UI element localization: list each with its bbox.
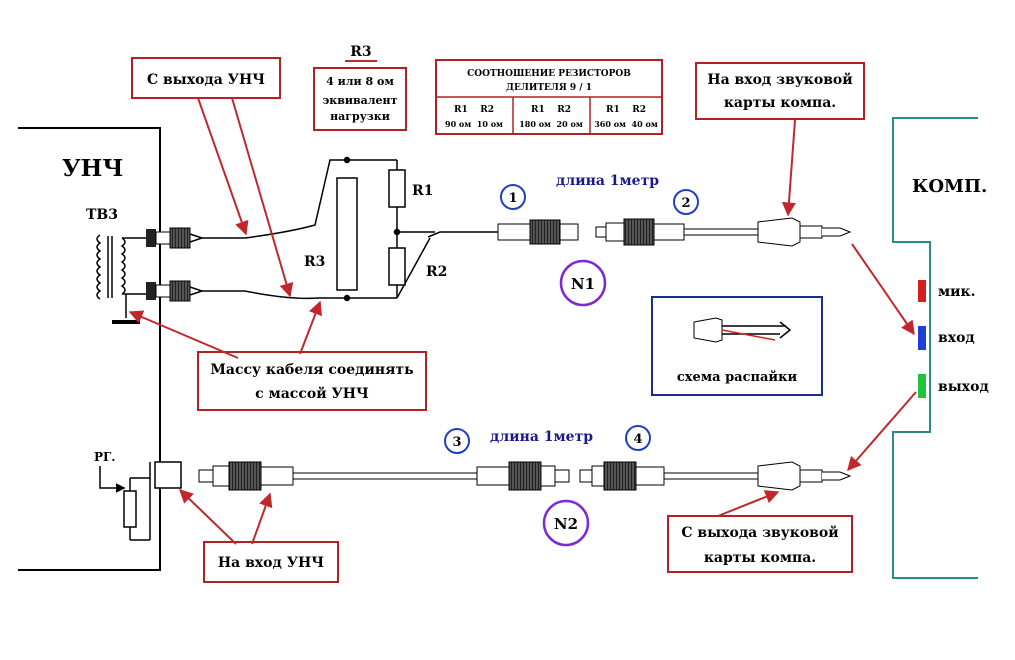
callout-to-card-in bbox=[695, 62, 865, 120]
amplifier-panel bbox=[18, 127, 161, 571]
computer-title: КОМП. bbox=[912, 176, 987, 197]
jack-mic-label: мик. bbox=[938, 284, 976, 300]
marker-1-label: 1 bbox=[508, 191, 517, 206]
amplifier-title: УНЧ bbox=[62, 155, 123, 182]
callout-from-card-out-line2: карты компа. bbox=[704, 550, 816, 566]
wiring-scheme-label: схема распайки bbox=[677, 370, 798, 385]
wiring-scheme-box bbox=[651, 296, 823, 396]
callout-r3 bbox=[313, 67, 407, 131]
arrow-plug-to-line-in bbox=[851, 243, 915, 336]
r2-label: R2 bbox=[426, 264, 447, 280]
callout-ratio-table bbox=[435, 59, 663, 135]
arrow-to-unch-input-cable bbox=[251, 492, 273, 545]
cable-length-bottom: длина 1метр bbox=[490, 429, 593, 445]
resistor-r1 bbox=[388, 169, 406, 208]
ratio-col-3-head: R1 R2 bbox=[606, 105, 646, 115]
ratio-col-1-head: R1 R2 bbox=[454, 105, 494, 115]
callout-to-unch-in-text: На вход УНЧ bbox=[218, 555, 324, 571]
jack-line-in bbox=[918, 326, 926, 350]
arrow-line-out-to-plug bbox=[847, 391, 917, 472]
jack-line-out bbox=[918, 374, 926, 398]
callout-to-unch-in bbox=[203, 541, 339, 583]
r1-label: R1 bbox=[412, 183, 433, 199]
callout-cable-mass-line1: Массу кабеля соединять bbox=[210, 362, 413, 378]
jack-in-label: вход bbox=[938, 330, 975, 346]
jack-out-label: выход bbox=[938, 379, 989, 395]
ratio-col-2-val: 180 ом 20 ом bbox=[519, 119, 583, 129]
r3-box-title: R3 bbox=[350, 44, 371, 60]
callout-from-unch-text: С выхода УНЧ bbox=[147, 72, 265, 88]
cable-bottom bbox=[198, 461, 852, 491]
arrow-mass-to-cable bbox=[299, 300, 323, 355]
callout-cable-mass bbox=[197, 351, 427, 411]
callout-from-card-out bbox=[667, 515, 853, 573]
marker-n2 bbox=[542, 499, 590, 547]
arrow-from-card-out bbox=[717, 490, 780, 517]
marker-2 bbox=[673, 189, 699, 215]
ratio-title-2: ДЕЛИТЕЛЯ 9 / 1 bbox=[506, 83, 592, 93]
r3-label: R3 bbox=[304, 254, 325, 270]
arrow-mass-to-ground bbox=[128, 310, 239, 359]
callout-from-card-out-line1: С выхода звуковой bbox=[681, 524, 838, 541]
divider-wiring bbox=[202, 156, 435, 302]
cable-length-top: длина 1метр bbox=[556, 173, 659, 189]
resistor-r3 bbox=[336, 177, 358, 291]
arrow-to-unch-input-socket bbox=[178, 489, 237, 545]
transformer-label: ТВ3 bbox=[86, 207, 118, 223]
marker-n1-label: N1 bbox=[571, 275, 595, 293]
callout-r3-line3: нагрузки bbox=[330, 110, 390, 123]
callout-r3-line2: эквивалент bbox=[323, 94, 398, 107]
ratio-col-3-val: 360 ом 40 ом bbox=[594, 119, 658, 129]
resistor-r2 bbox=[388, 247, 406, 286]
marker-3-label: 3 bbox=[452, 435, 461, 450]
ratio-title-1: СООТНОШЕНИЕ РЕЗИСТОРОВ bbox=[467, 69, 631, 79]
regulator-label: РГ. bbox=[94, 450, 116, 464]
callout-cable-mass-line2: с массой УНЧ bbox=[255, 385, 369, 402]
arrow-from-unch-bottom bbox=[231, 97, 294, 298]
output-socket-top bbox=[146, 227, 205, 249]
marker-4-label: 4 bbox=[633, 432, 642, 447]
input-socket bbox=[154, 461, 182, 489]
callout-to-card-in-line2: карты компа. bbox=[724, 95, 836, 111]
ratio-col-2-head: R1 R2 bbox=[531, 105, 571, 115]
ratio-col-1-val: 90 ом 10 ом bbox=[445, 119, 503, 129]
jack-mic bbox=[918, 280, 926, 302]
arrow-from-unch-top bbox=[197, 97, 249, 236]
callout-to-card-in-line1: На вход звуковой bbox=[707, 71, 852, 88]
marker-n1 bbox=[559, 259, 607, 307]
arrow-to-card-in bbox=[781, 119, 796, 217]
marker-1 bbox=[500, 184, 526, 210]
callout-arrows bbox=[128, 97, 917, 545]
marker-3 bbox=[444, 428, 470, 454]
output-socket-bottom bbox=[146, 280, 205, 302]
cable-top bbox=[427, 217, 852, 247]
callout-r3-line1: 4 или 8 ом bbox=[326, 75, 394, 88]
marker-2-label: 2 bbox=[681, 196, 690, 211]
volume-regulator bbox=[99, 462, 151, 541]
callout-from-unch bbox=[131, 57, 281, 99]
transformer-symbol bbox=[96, 234, 148, 324]
marker-4 bbox=[625, 425, 651, 451]
marker-n2-label: N2 bbox=[554, 515, 578, 533]
computer-panel bbox=[892, 117, 978, 579]
